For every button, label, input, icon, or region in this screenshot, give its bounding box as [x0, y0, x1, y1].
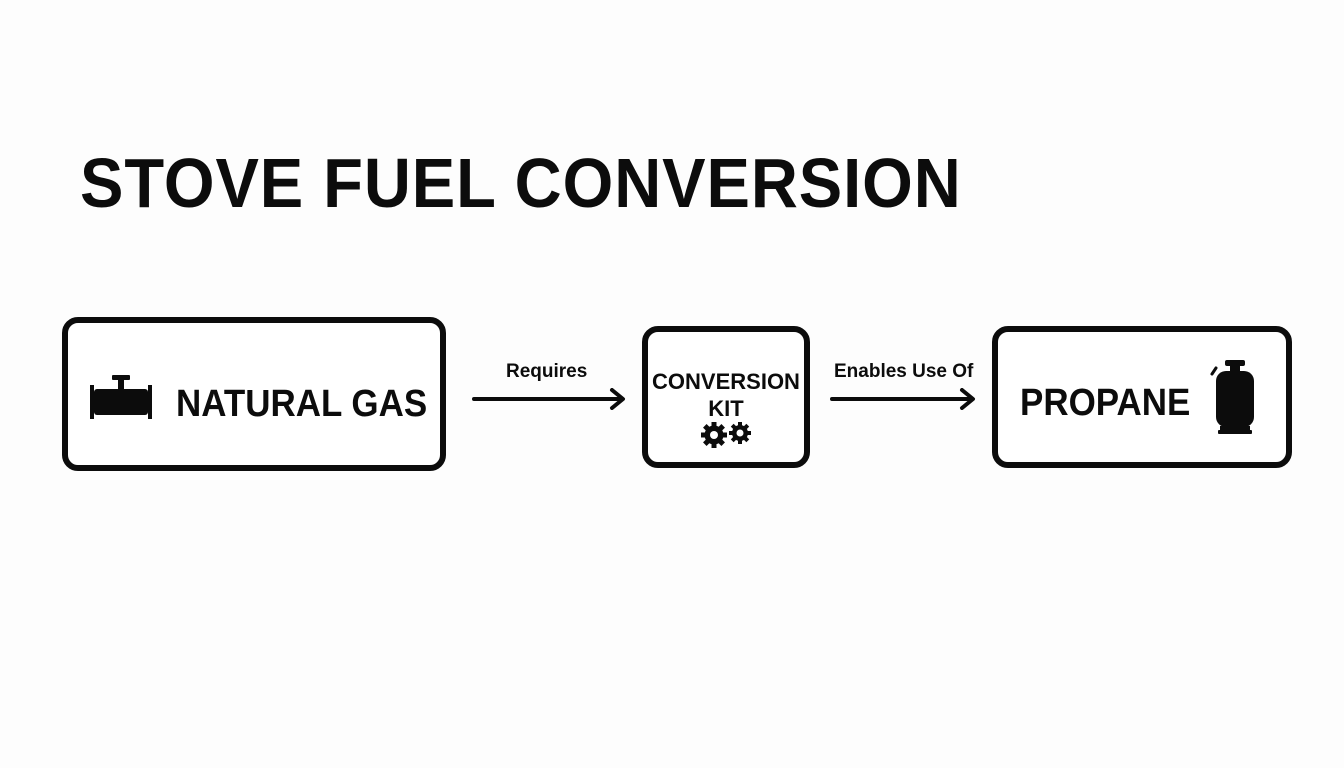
edge-enables-use-of-label: Enables Use Of: [834, 361, 974, 382]
node-conversion-kit-label: CONVERSION KIT: [652, 369, 800, 421]
edge-requires: Requires: [472, 362, 632, 414]
gears-icon: [700, 420, 756, 455]
node-natural-gas-label: NATURAL GAS: [176, 383, 428, 425]
gas-pipe-valve-icon: [90, 375, 154, 424]
diagram-title: STOVE FUEL CONVERSION: [80, 144, 962, 222]
propane-tank-icon: [1210, 360, 1260, 441]
edge-enables-use-of: Enables Use Of: [830, 362, 982, 414]
node-conversion-kit: CONVERSION KIT: [642, 326, 810, 468]
node-propane-label: PROPANE: [1020, 382, 1191, 424]
node-natural-gas: NATURAL GAS: [62, 317, 446, 471]
arrow-right-icon: [472, 388, 625, 410]
node-propane: PROPANE: [992, 326, 1292, 468]
arrow-right-icon: [830, 388, 975, 410]
edge-requires-label: Requires: [506, 361, 588, 382]
